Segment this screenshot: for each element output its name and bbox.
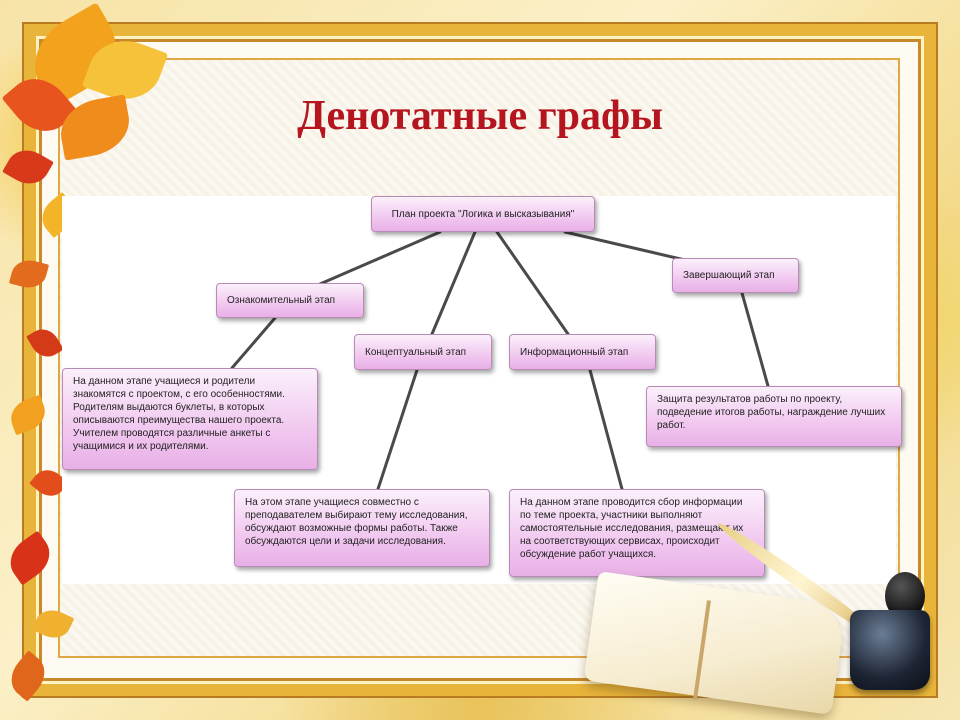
link-info-desc <box>588 368 624 491</box>
link-root-intro <box>318 230 442 286</box>
link-intro-desc <box>230 316 277 370</box>
stage-concept-node: Концептуальный этап <box>354 334 492 370</box>
stage-intro-label: Ознакомительный этап <box>227 295 336 306</box>
concept-description-text: На этом этапе учащиеся совместно с препо… <box>245 497 468 547</box>
page-title: Денотатные графы <box>297 93 663 139</box>
concept-description-node: На этом этапе учащиеся совместно с препо… <box>234 489 490 567</box>
stage-final-node: Завершающий этап <box>672 258 799 293</box>
intro-description-text: На данном этапе учащиеся и родители знак… <box>73 376 285 452</box>
intro-description-node: На данном этапе учащиеся и родители знак… <box>62 368 318 470</box>
final-description-node: Защита результатов работы по проекту, по… <box>646 386 902 447</box>
link-root-concept <box>430 230 477 336</box>
link-final-desc <box>740 291 770 388</box>
final-description-text: Защита результатов работы по проекту, по… <box>657 394 886 431</box>
root-node: План проекта "Логика и высказывания" <box>371 196 595 232</box>
link-concept-desc <box>376 368 419 491</box>
stage-concept-label: Концептуальный этап <box>365 346 467 358</box>
stage-final-label: Завершающий этап <box>683 270 775 281</box>
info-description-node: На данном этапе проводится сбор информац… <box>509 489 765 577</box>
root-node-label: План проекта "Логика и высказывания" <box>391 208 575 220</box>
link-root-info <box>495 230 570 336</box>
inkwell-icon <box>850 610 930 690</box>
info-description-text: На данном этапе проводится сбор информац… <box>520 497 744 560</box>
link-root-final <box>563 230 687 262</box>
stage-intro-node: Ознакомительный этап <box>216 283 364 318</box>
stage-info-label: Информационный этап <box>520 346 629 358</box>
stage-info-node: Информационный этап <box>509 334 656 370</box>
